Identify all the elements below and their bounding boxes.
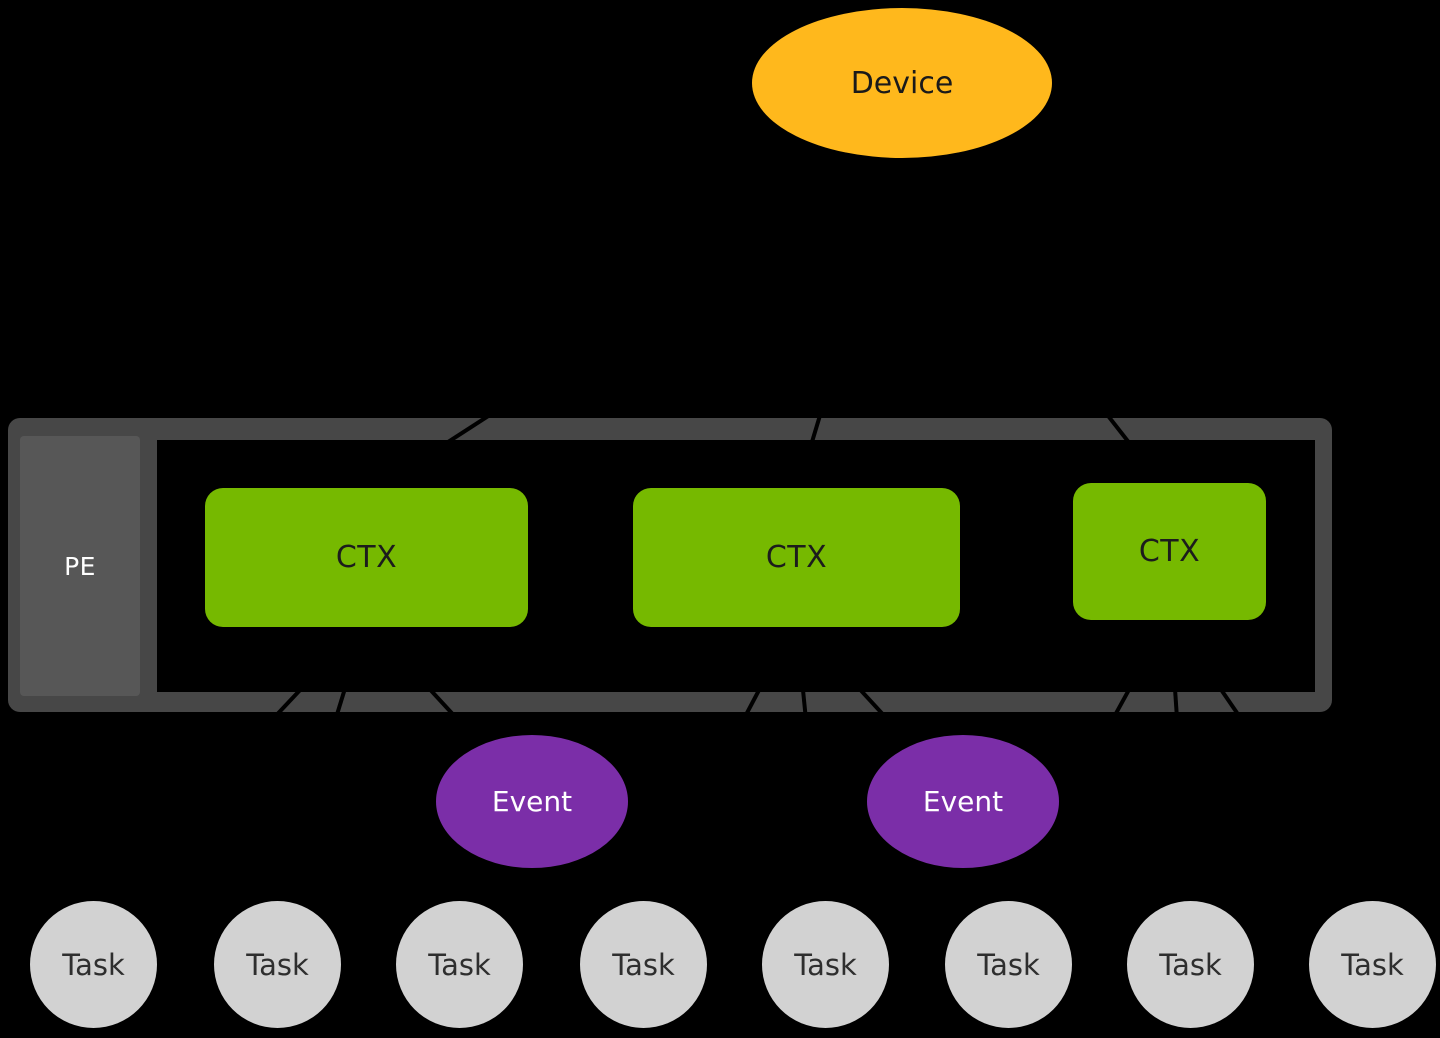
task-label: Task [977, 948, 1040, 982]
task-label: Task [794, 948, 857, 982]
task-node: Task [30, 901, 157, 1028]
ctx-label: CTX [336, 540, 397, 575]
ctx-label: CTX [766, 540, 827, 575]
event-label: Event [492, 785, 572, 818]
event-node: Event [436, 735, 628, 868]
ctx-label: CTX [1139, 534, 1200, 569]
device-node: Device [752, 8, 1052, 158]
task-node: Task [945, 901, 1072, 1028]
ctx-node: CTX [205, 488, 528, 627]
pe-node: PE [20, 436, 140, 696]
task-label: Task [62, 948, 125, 982]
ctx-node: CTX [1073, 483, 1266, 620]
ctx-node: CTX [633, 488, 960, 627]
task-label: Task [428, 948, 491, 982]
task-node: Task [214, 901, 341, 1028]
task-label: Task [1159, 948, 1222, 982]
event-label: Event [923, 785, 1003, 818]
task-label: Task [612, 948, 675, 982]
task-node: Task [762, 901, 889, 1028]
task-node: Task [1309, 901, 1436, 1028]
task-node: Task [396, 901, 523, 1028]
event-node: Event [867, 735, 1059, 868]
task-node: Task [580, 901, 707, 1028]
task-label: Task [1341, 948, 1404, 982]
task-label: Task [246, 948, 309, 982]
task-node: Task [1127, 901, 1254, 1028]
pe-label: PE [64, 552, 96, 581]
device-label: Device [851, 66, 954, 101]
